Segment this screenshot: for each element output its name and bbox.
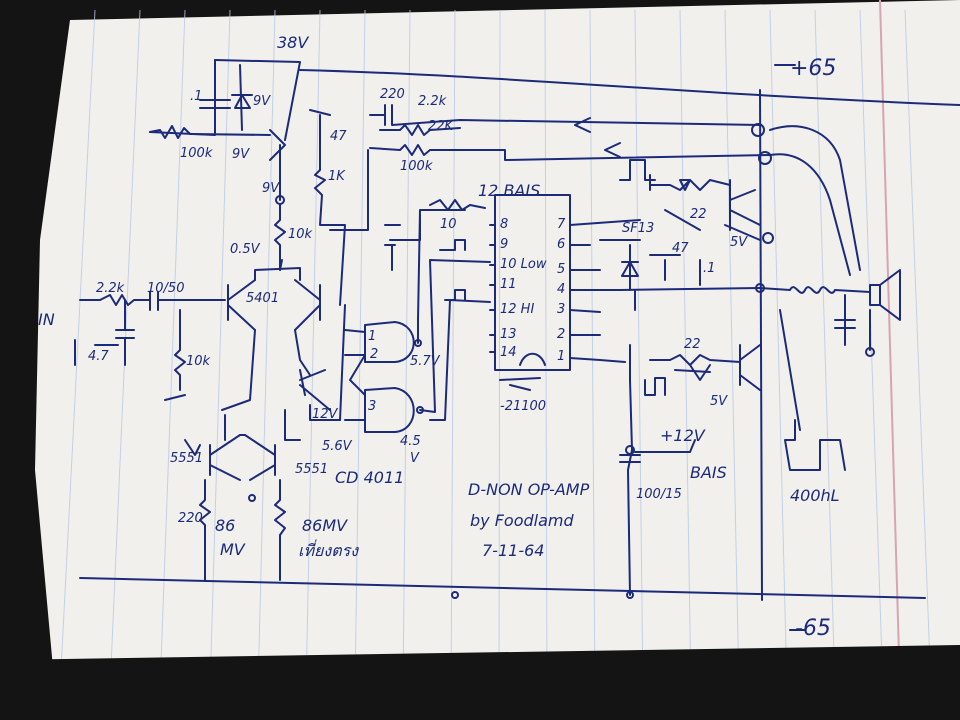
resistor-86mv-label: 86MV <box>302 516 348 535</box>
ic-pin-3: 3 <box>557 302 566 317</box>
ic-part-label: -21100 <box>500 399 547 414</box>
date-label: 7-11-64 <box>482 541 545 560</box>
bias-label: BAIS <box>690 463 727 482</box>
gate-pin-1-label: 1 <box>368 329 377 344</box>
ic-pin-14: 14 <box>500 345 517 360</box>
ic-body <box>494 194 571 371</box>
ic-pin-1: 1 <box>557 349 566 364</box>
margin-line <box>879 0 901 691</box>
emitter-transistor-label: 5551 <box>170 451 204 466</box>
coupling-cap-label: 10/50 <box>147 281 185 296</box>
diff-pair-label: 5401 <box>246 291 280 306</box>
speaker-body <box>869 284 881 306</box>
regulator-out-voltage-label: 9V <box>262 181 280 196</box>
gate-resistor-22-label: 22 <box>690 207 707 222</box>
positive-rail <box>299 69 960 106</box>
ic-pin-13: 13 <box>500 327 517 342</box>
ic-pin-2: 2 <box>557 327 566 342</box>
input-cap-label: 4.7 <box>88 349 109 364</box>
gate-voltage-5v-label: 5V <box>730 235 748 250</box>
regulator-resistor-10k-label: 10k <box>288 227 313 242</box>
resistor-220-label: 220 <box>178 511 203 526</box>
gate-voltage-unit-label: V <box>410 451 419 466</box>
ic-pin-4: 4 <box>557 282 566 297</box>
current-source-transistor-label: 5551 <box>295 462 329 477</box>
bootstrap-cap-01-label: .1 <box>703 261 716 276</box>
negative-supply-label: -65 <box>795 616 831 641</box>
bias-resistor-label: 10k <box>186 354 211 369</box>
regulator-resistor-1k-label: 1K <box>328 169 345 184</box>
ic-pin-7: 7 <box>557 217 566 232</box>
ic-pin-8: 8 <box>500 217 509 232</box>
gate-voltage-12v-label: 12V <box>312 407 338 422</box>
author-label: by Foodlamd <box>470 511 574 530</box>
ic-pin-5: 5 <box>557 262 566 277</box>
schematic <box>74 59 960 631</box>
regulator-output-label: 0.5V <box>230 242 260 257</box>
ic-pin-10: 10 Low <box>500 257 547 272</box>
thai-note-label: เที่ยงตรง <box>298 541 358 560</box>
design-title-label: D-NON OP-AMP <box>468 480 590 499</box>
low-gate-voltage-5v-label: 5V <box>710 394 728 409</box>
gate-pin-2-label: 2 <box>370 347 379 362</box>
input-resistor-label: 2.2k <box>96 281 125 296</box>
feedback-resistor-100k-label: 100k <box>400 159 433 174</box>
resistor-86-label: 86 <box>215 516 236 535</box>
zener-voltage-label: 9V <box>232 147 250 162</box>
input-label: IN <box>38 310 55 329</box>
gate-voltage-5-6-label: 5.6V <box>322 439 352 454</box>
bias-voltage-label: +12V <box>660 426 705 445</box>
regulator-resistor-label: 100k <box>180 146 213 161</box>
sf-label: SF13 <box>622 221 655 236</box>
ic-input-resistor-label: 10 <box>440 217 457 232</box>
positive-supply-label: +65 <box>790 56 837 81</box>
gate-voltage-5-7-label: 5.7V <box>410 354 440 369</box>
negative-rail <box>79 577 926 599</box>
regulator-cap-label: .1 <box>190 89 203 104</box>
gate-voltage-4-5-label: 4.5 <box>400 434 421 449</box>
feedback-cap-label: 220 <box>380 87 405 102</box>
feedback-resistor-2k2-label: 2.2k <box>418 94 447 109</box>
supply-38v-label: 38V <box>277 33 309 52</box>
feedback-resistor-22k-label: 22K <box>428 119 454 134</box>
bias-cap-label: 100/15 <box>636 487 682 502</box>
regulator-cap-47-label: 47 <box>330 129 347 144</box>
notebook-page <box>35 0 960 690</box>
low-gate-resistor-22-label: 22 <box>684 337 701 352</box>
gate-pin-3-label: 3 <box>368 399 377 414</box>
output-wave-label: 400hL <box>790 486 840 505</box>
ic-pin-6: 6 <box>557 237 566 252</box>
ic-pin-12: 12 HI <box>500 302 535 317</box>
ic-pin-9: 9 <box>500 237 509 252</box>
resistor-86-unit-label: MV <box>220 540 245 559</box>
bootstrap-cap-47-label: 47 <box>672 241 689 256</box>
ic-pin-11: 11 <box>500 277 517 292</box>
ic-header-label: 12 BAIS <box>478 181 541 200</box>
cd4011-label: CD 4011 <box>335 468 405 487</box>
zener-label: 9V <box>253 94 271 109</box>
